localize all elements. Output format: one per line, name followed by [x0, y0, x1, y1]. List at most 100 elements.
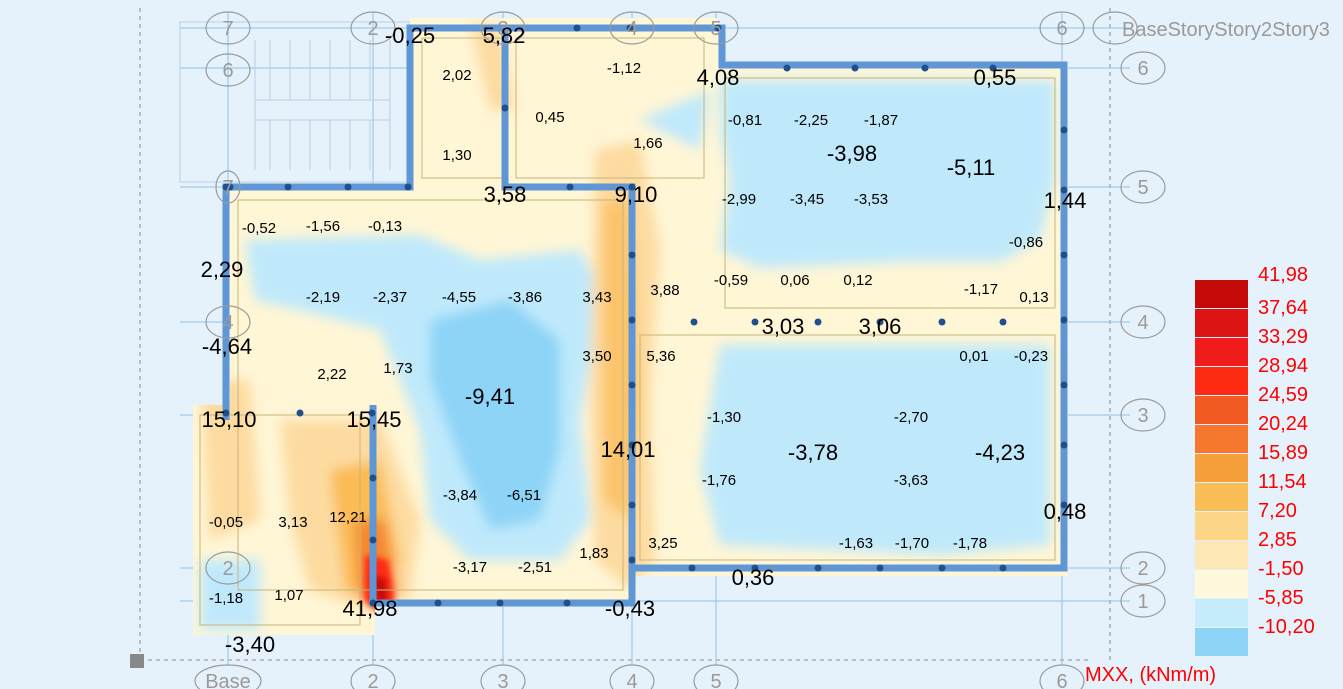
legend-value: 37,64	[1258, 297, 1308, 319]
support-node	[999, 318, 1007, 326]
support-node	[368, 409, 376, 417]
legend-title: MXX, (kNm/m)	[1085, 664, 1216, 686]
moment-value: -3,45	[790, 191, 824, 208]
moment-value: -1,30	[707, 409, 741, 426]
axis-label-top-5: 5	[693, 11, 739, 45]
moment-value: -3,53	[854, 191, 888, 208]
support-node	[284, 183, 292, 191]
svg-text:3: 3	[1137, 405, 1148, 427]
svg-text:7: 7	[222, 18, 233, 40]
legend-swatch	[1195, 512, 1248, 540]
moment-value: -0,05	[209, 514, 243, 531]
legend-value: 24,59	[1258, 384, 1308, 406]
moment-value: -1,18	[209, 590, 243, 607]
origin-marker	[130, 654, 144, 668]
svg-text:3: 3	[497, 671, 508, 689]
moment-value: -6,51	[507, 487, 541, 504]
svg-text:1: 1	[1137, 591, 1148, 613]
svg-text:6: 6	[1137, 58, 1148, 80]
support-node	[404, 183, 412, 191]
legend-swatch	[1195, 541, 1248, 569]
svg-text:2: 2	[222, 558, 233, 580]
support-node	[1060, 441, 1068, 449]
support-node	[688, 564, 696, 572]
support-node	[626, 24, 634, 32]
moment-value: -1,17	[964, 281, 998, 298]
moment-value-large: -5,11	[947, 155, 996, 180]
axis-label-top-4: 4	[609, 11, 655, 45]
legend-swatch	[1195, 454, 1248, 482]
support-node	[344, 183, 352, 191]
moment-value-large: 5,82	[483, 23, 526, 48]
support-node	[369, 474, 377, 482]
support-node	[563, 599, 571, 607]
moment-value-large: -0,43	[605, 596, 655, 621]
legend-swatch	[1195, 483, 1248, 511]
axis-label-right-4: 4	[1120, 305, 1166, 339]
moment-value: -1,12	[607, 60, 641, 77]
moment-value: -3,63	[894, 472, 928, 489]
axis-label-right-2: 2	[1120, 551, 1166, 585]
svg-text:BaseStoryStory2Story3: BaseStoryStory2Story3	[1122, 19, 1330, 41]
support-node	[1060, 126, 1068, 134]
axis-label-top-3: 3	[480, 11, 526, 45]
moment-value: -1,56	[306, 218, 340, 235]
moment-value: 1,83	[579, 545, 608, 562]
axis-label-left-7: 7	[215, 170, 241, 204]
moment-value: -1,63	[839, 535, 873, 552]
support-node	[628, 381, 636, 389]
axis-label-bottom-6: 6	[1039, 664, 1085, 689]
legend-value: 2,85	[1258, 529, 1297, 551]
moment-value-large: 14,01	[600, 437, 655, 462]
svg-text:4: 4	[626, 671, 637, 689]
support-node	[714, 24, 722, 32]
moment-value: 2,02	[442, 67, 471, 84]
support-node	[999, 564, 1007, 572]
moment-value: 3,25	[648, 535, 677, 552]
support-node	[1060, 501, 1068, 509]
moment-value-large: -3,40	[225, 632, 275, 657]
moment-value: 3,43	[582, 289, 611, 306]
svg-text:5: 5	[1137, 177, 1148, 199]
axis-label-bottom-Base: Base	[194, 664, 262, 689]
moment-value: -3,17	[453, 559, 487, 576]
legend-swatch	[1195, 367, 1248, 395]
legend-swatch	[1195, 570, 1248, 598]
moment-value-large: 0,55	[974, 65, 1017, 90]
legend-swatch	[1195, 628, 1248, 656]
axis-label-right-5: 5	[1120, 170, 1166, 204]
svg-text:7: 7	[222, 177, 233, 199]
support-node	[434, 599, 442, 607]
svg-text:Base: Base	[205, 671, 251, 689]
legend-swatch	[1195, 425, 1248, 453]
legend-value: 11,54	[1258, 471, 1307, 493]
support-node	[851, 64, 859, 72]
support-node	[628, 441, 636, 449]
svg-text:4: 4	[626, 18, 637, 40]
moment-value-large: 0,48	[1044, 499, 1087, 524]
support-node	[628, 316, 636, 324]
moment-value: -0,81	[728, 112, 762, 129]
support-node	[369, 536, 377, 544]
moment-value-large: 3,03	[762, 314, 805, 339]
svg-text:4: 4	[222, 312, 233, 334]
axis-label-bottom-4: 4	[609, 664, 655, 689]
moment-value: -0,13	[368, 218, 402, 235]
axis-label-right-6: 6	[1120, 51, 1166, 85]
support-node	[814, 564, 822, 572]
support-node	[496, 599, 504, 607]
dashed-frame	[139, 8, 1111, 661]
svg-text:6: 6	[222, 60, 233, 82]
axis-label-top-7: 7	[205, 11, 251, 45]
legend-value: -10,20	[1258, 616, 1315, 638]
support-node	[921, 64, 929, 72]
moment-value: 5,36	[646, 348, 675, 365]
support-node	[566, 183, 574, 191]
stair-outline	[179, 21, 411, 183]
axis-label-bottom-5: 5	[693, 664, 739, 689]
moment-value: -4,55	[442, 289, 476, 306]
